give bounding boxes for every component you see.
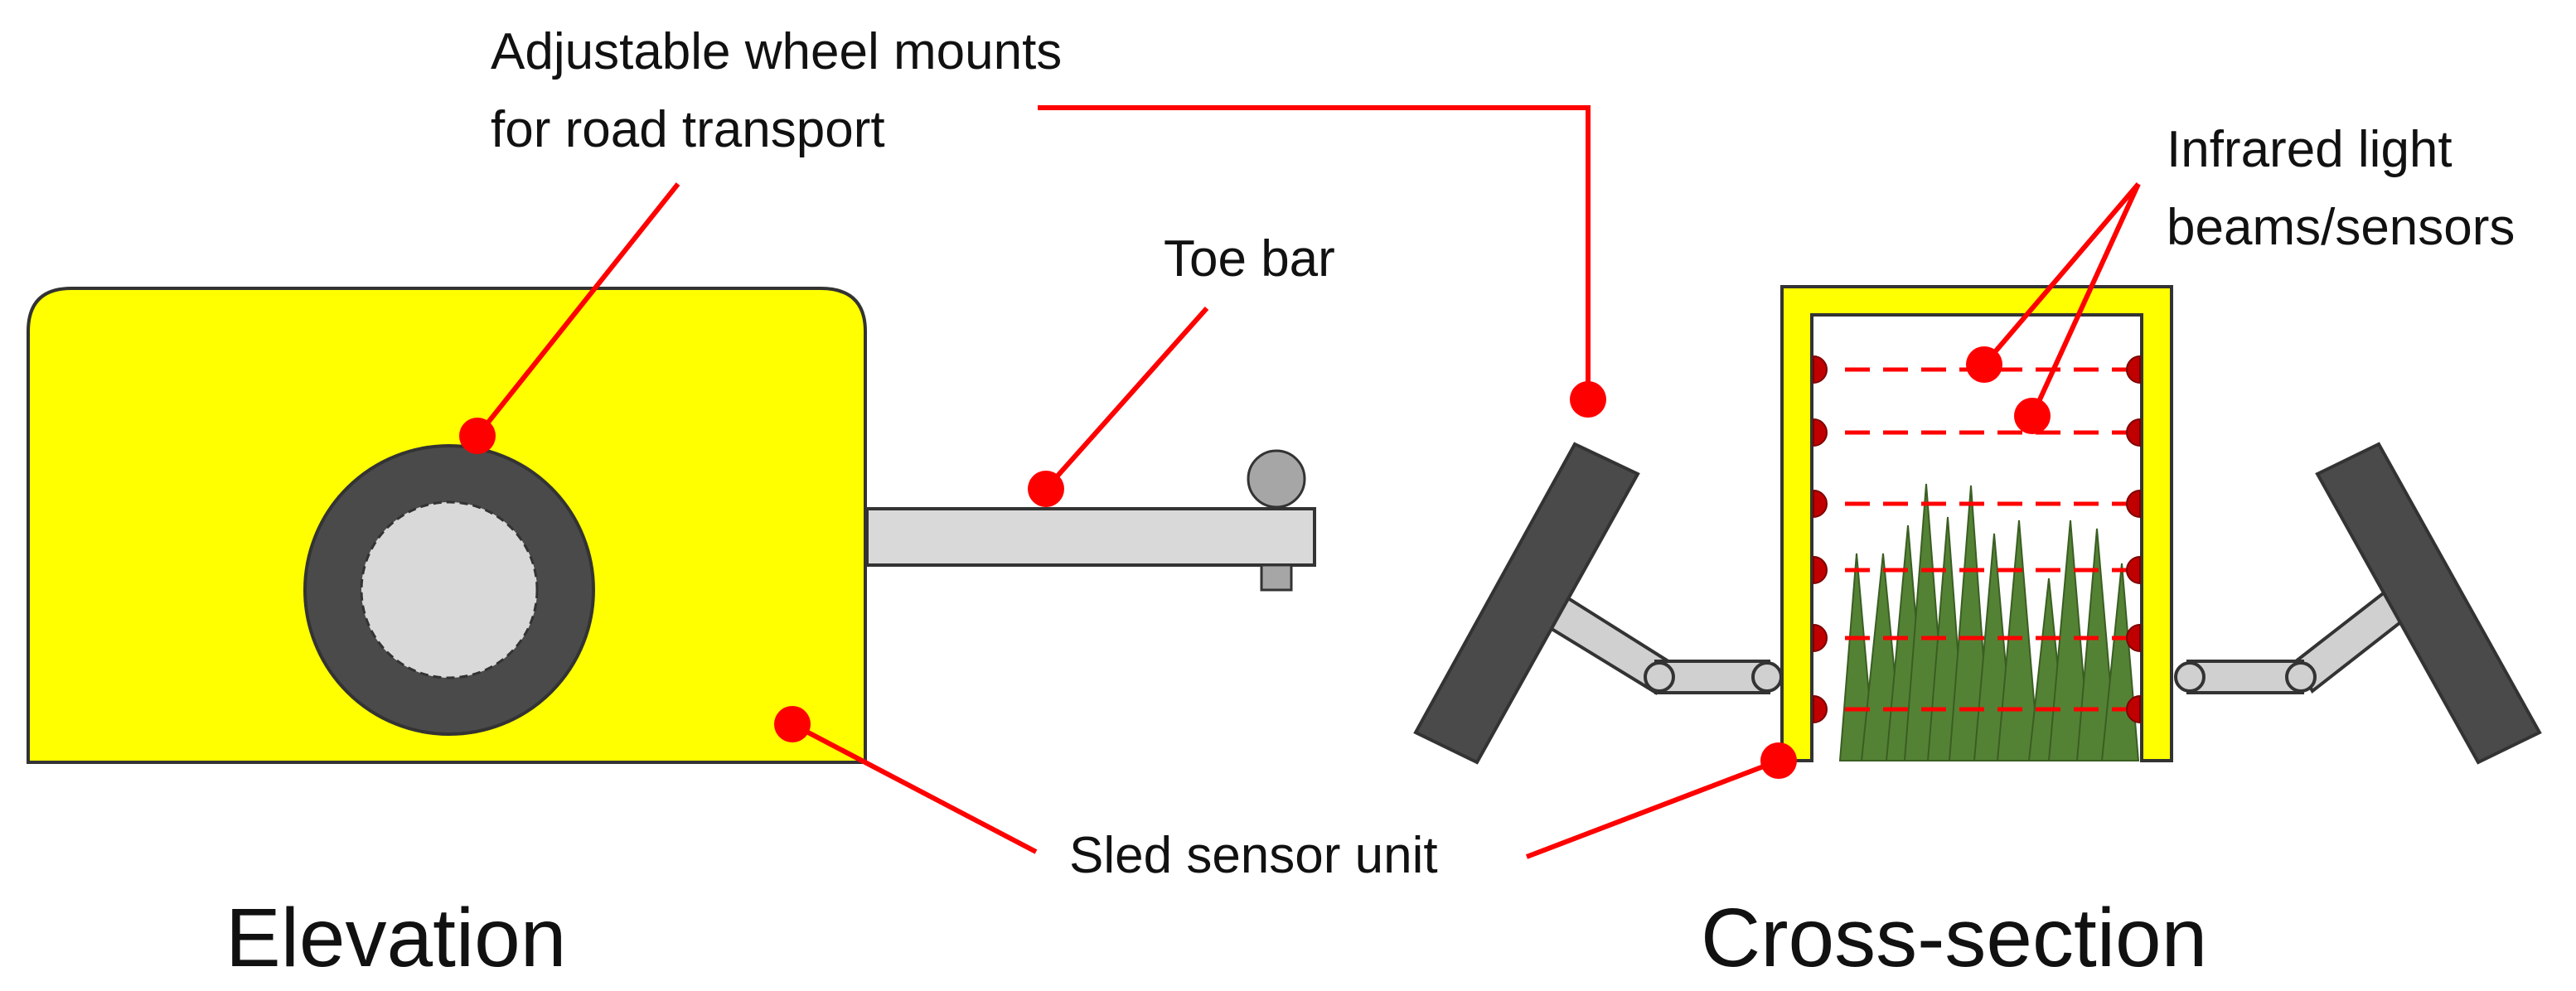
left-arm-joint-inner: [1751, 661, 1783, 693]
ir-receivers-right: [2126, 355, 2141, 724]
left-wheel-assembly: [1413, 442, 1783, 765]
label-toe-bar: Toe bar: [1164, 230, 1335, 288]
left-wheel-cross-section: [1413, 442, 1640, 765]
leader-wheel-mounts-elevation: [475, 182, 680, 437]
toe-bar: [865, 507, 1316, 567]
callout-dot-wheel-elevation: [459, 418, 496, 454]
callout-dot-sled-cross-section: [1760, 742, 1797, 779]
wheel-hub-elevation: [360, 500, 539, 679]
ir-emitters-left: [1813, 355, 1828, 724]
sled-frame-cross-section: [1780, 285, 2173, 762]
heading-cross-section: Cross-section: [1701, 892, 2208, 984]
elevation-view: [27, 287, 1316, 764]
grass: [1838, 483, 2140, 761]
infrared-beams: [1845, 367, 2130, 712]
toe-bar-pin: [1260, 563, 1293, 592]
label-wheel-mounts-line1: Adjustable wheel mounts: [491, 23, 1063, 80]
callout-dot-sled-elevation: [774, 706, 811, 742]
cross-section-view: [1413, 285, 2542, 765]
leader-toe-bar: [1043, 307, 1209, 491]
heading-elevation: Elevation: [225, 892, 567, 984]
callout-leaders: [475, 105, 2141, 859]
label-infrared-line2: beams/sensors: [2167, 199, 2515, 256]
callout-dot-wheel-cross-section: [1570, 381, 1606, 418]
label-sled-sensor-unit: Sled sensor unit: [1069, 827, 1438, 884]
right-arm-joint: [2285, 661, 2317, 693]
leader-wheel-mounts-cross-section: [1038, 105, 1591, 399]
right-wheel-cross-section: [2315, 442, 2542, 765]
right-arm-joint-inner: [2174, 661, 2206, 693]
leader-sled-elevation: [791, 722, 1038, 854]
label-wheel-mounts-line2: for road transport: [491, 101, 885, 158]
left-arm-joint: [1644, 661, 1675, 693]
callout-dot-toe-bar: [1028, 471, 1064, 507]
leader-infrared-1: [1982, 182, 2141, 366]
leader-infrared-2: [2030, 182, 2141, 418]
leader-sled-cross-section: [1525, 758, 1780, 859]
callout-dot-infrared-1: [1966, 346, 2002, 383]
label-infrared-line1: Infrared light: [2167, 121, 2453, 178]
tow-ball: [1247, 449, 1306, 509]
callout-dot-infrared-2: [2014, 398, 2051, 434]
right-link-arm-lower: [2186, 660, 2304, 694]
callout-dots: [459, 346, 2051, 779]
right-wheel-assembly: [2174, 442, 2542, 765]
